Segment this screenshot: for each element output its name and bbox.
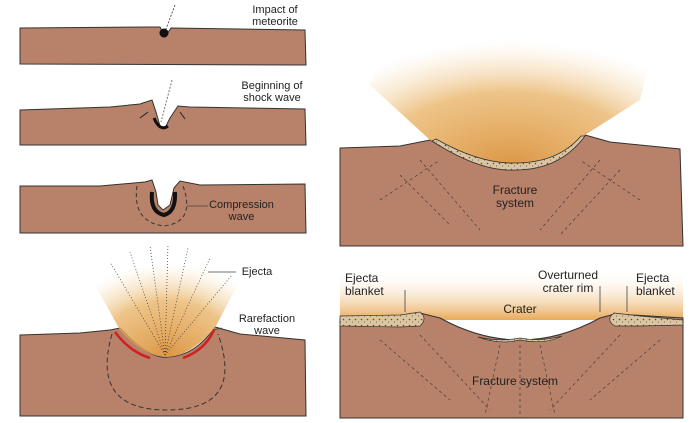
panel-final xyxy=(339,270,684,419)
ejecta-blanket-left xyxy=(339,311,425,328)
panel-excavation xyxy=(339,10,684,247)
label-fracture-system-final: Fracture system xyxy=(471,374,558,388)
rarefaction-wave xyxy=(114,331,151,360)
panel-ejecta xyxy=(19,240,307,417)
label-compression-wave: Compression wave xyxy=(209,199,274,223)
rock-block xyxy=(19,179,307,234)
rock-block xyxy=(19,26,307,66)
ejecta-blanket-right xyxy=(609,312,684,327)
panel-impact xyxy=(19,4,307,66)
sky-glow xyxy=(340,270,683,320)
ejecta-plume xyxy=(370,10,650,169)
label-beginning-of-shock-wave: Beginning of shock wave xyxy=(241,80,303,104)
trajectory-line xyxy=(165,4,176,30)
crater-breccia xyxy=(477,335,563,343)
rock-block xyxy=(339,312,684,419)
panel-compression xyxy=(19,179,307,234)
label-ejecta-blanket-right: Ejecta blanket xyxy=(636,271,675,298)
label-rarefaction-wave: Rarefaction wave xyxy=(238,313,296,337)
label-ejecta-blanket-left: Ejecta blanket xyxy=(345,271,384,298)
rock-block xyxy=(19,99,307,146)
meteorite-icon xyxy=(159,28,169,38)
panel-shock xyxy=(19,79,307,146)
breccia-lining xyxy=(431,135,586,171)
label-ejecta: Ejecta xyxy=(241,266,273,278)
compression-wave-front xyxy=(106,333,226,411)
label-fracture-system: Fracture system xyxy=(492,183,538,210)
label-crater: Crater xyxy=(503,302,537,316)
label-overturned-crater-rim: Overturned crater rim xyxy=(537,268,599,295)
label-impact-of-meteorite: Impact of meteorite xyxy=(252,4,298,28)
ejecta-plume xyxy=(95,240,240,358)
